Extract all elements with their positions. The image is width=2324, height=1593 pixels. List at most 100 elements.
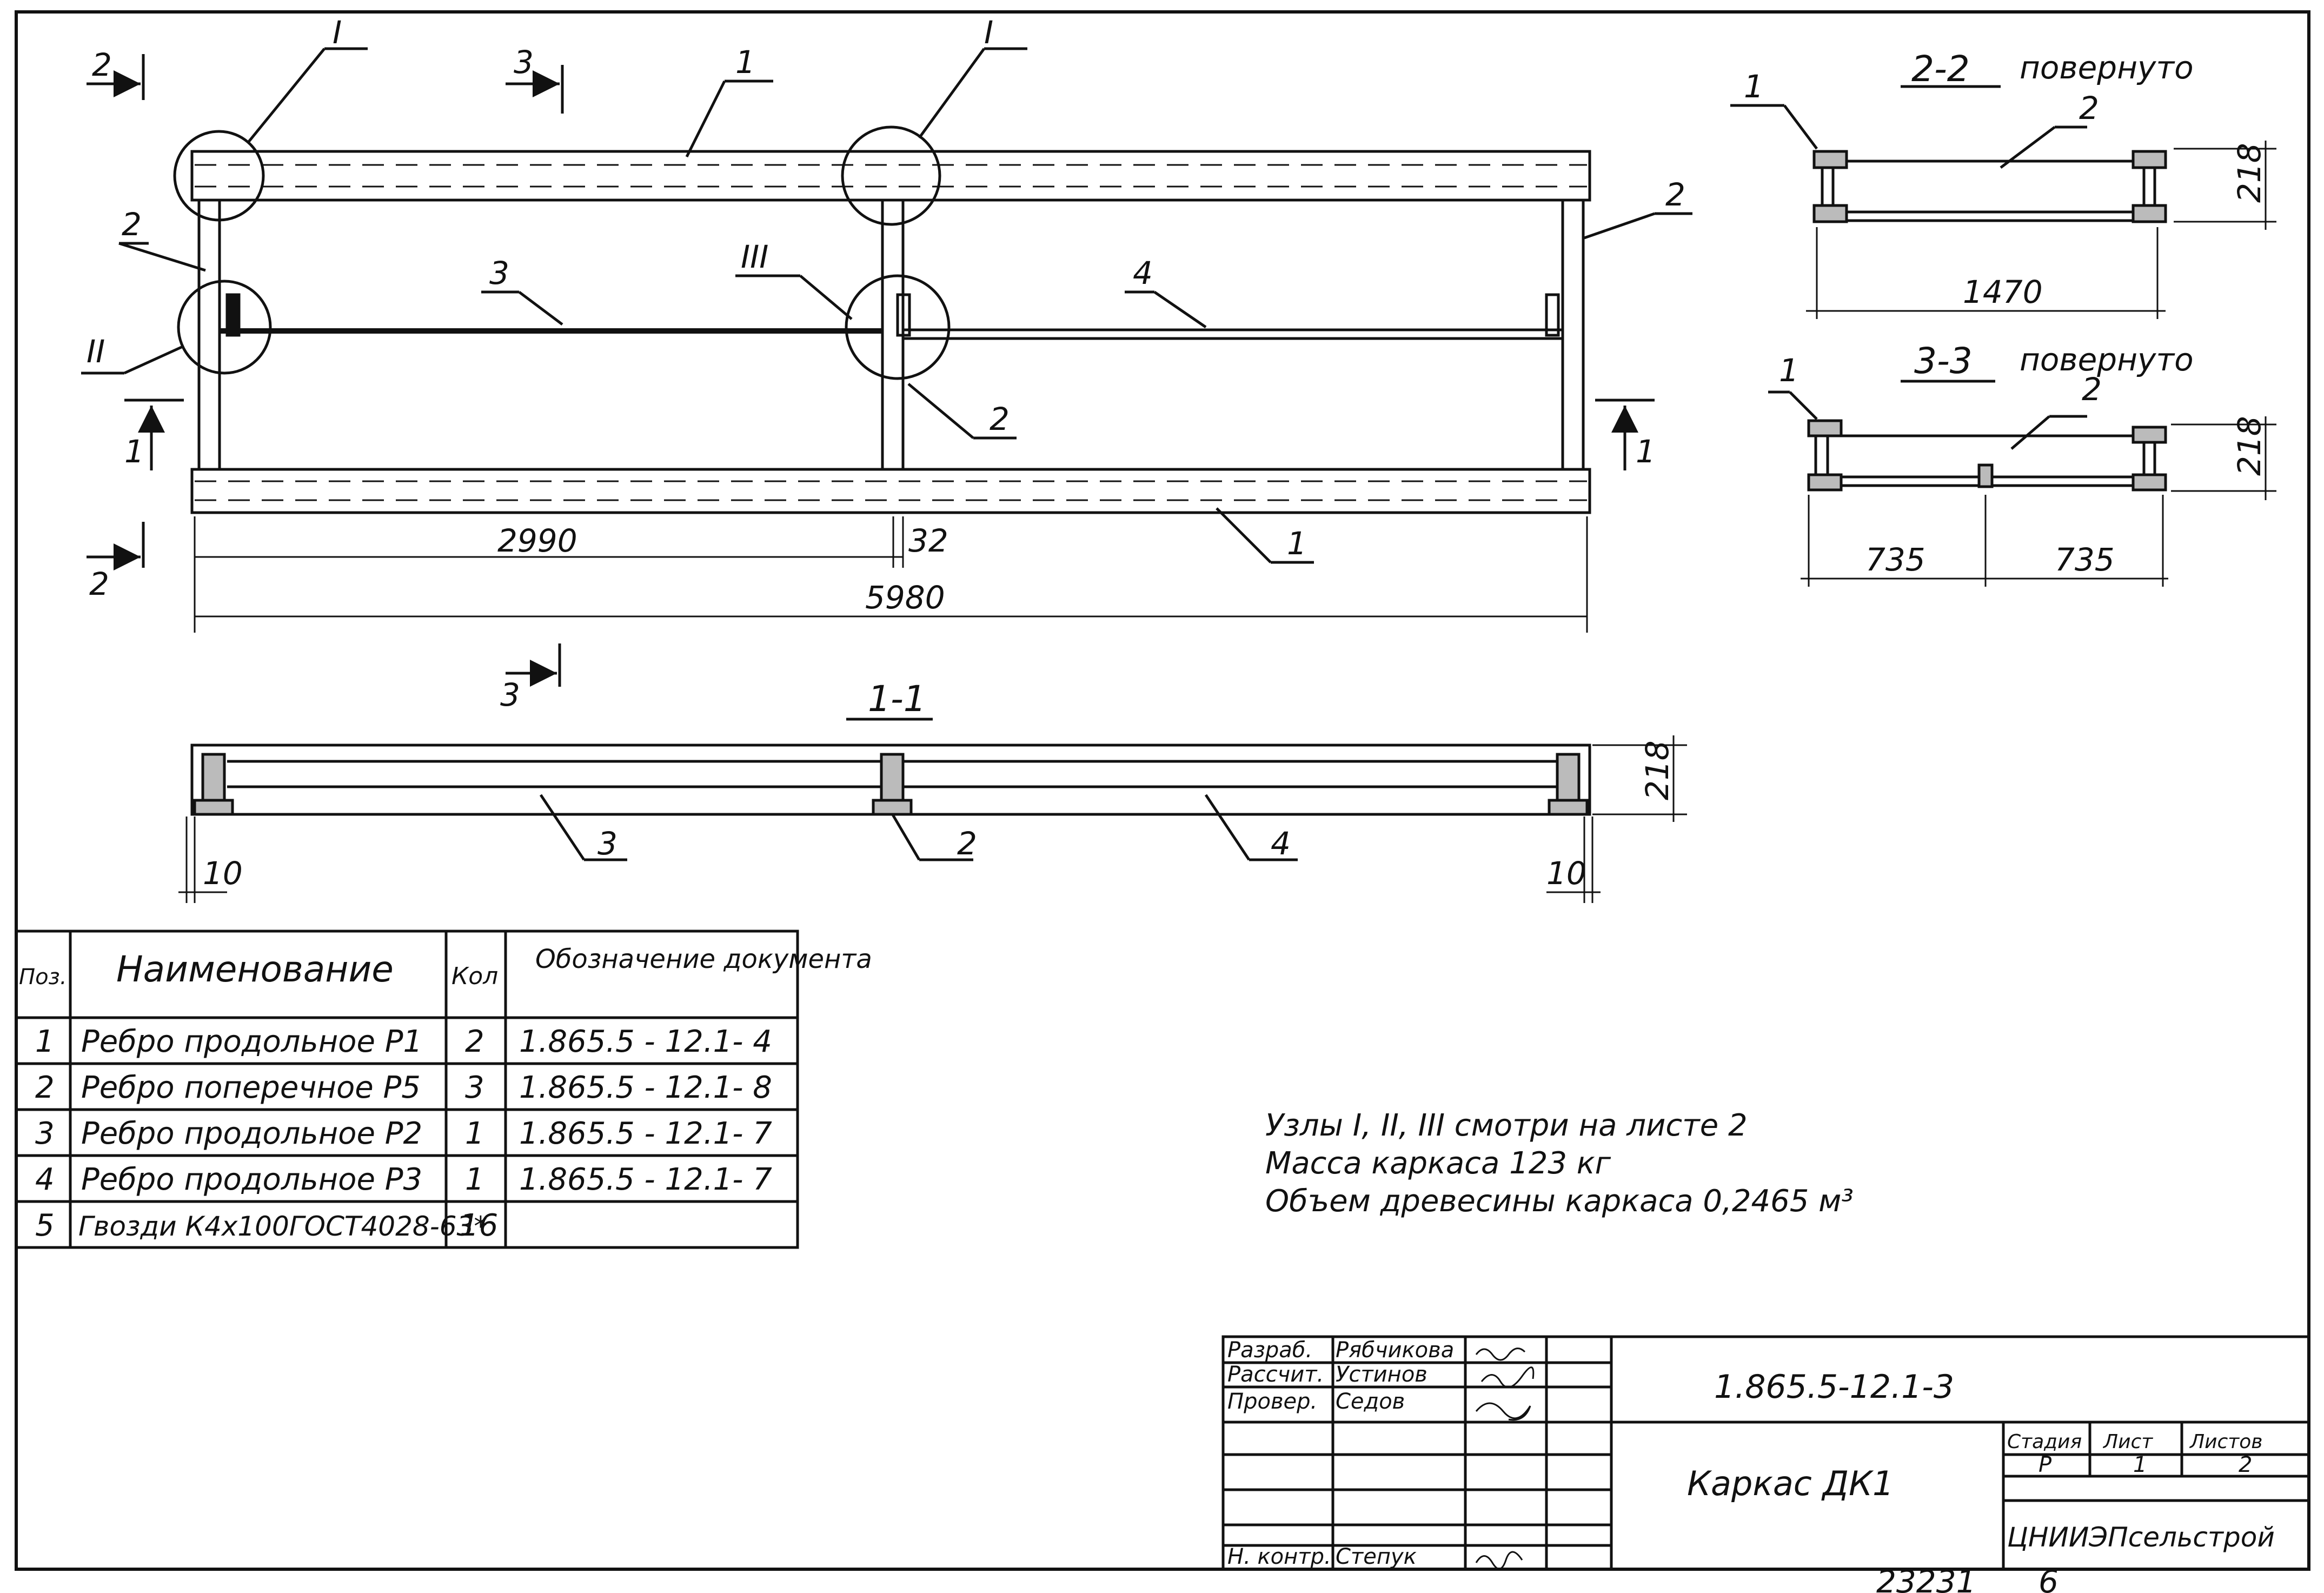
spec-row-name: Гвозди К4х100ГОСТ4028-63*	[78, 1211, 487, 1242]
dim-2990: 2990	[497, 522, 577, 559]
dim-32: 32	[908, 522, 948, 559]
right-rib	[1561, 198, 1585, 471]
section-2-2-width: 1470	[1963, 274, 2043, 310]
plan-labels: 2 2 3 3 1 1 I I II III 1 2 3 4 2 2 1 299…	[87, 14, 1685, 713]
section-3-3-pos1: 1	[1779, 352, 1799, 389]
section-2-2-labels: 2-2 повернуто 1 2 1470 218	[1744, 48, 2268, 310]
spec-header-doc: Обозначение документа	[535, 944, 872, 974]
pos-label-rib3: 3	[489, 255, 509, 291]
cut-label-1-right: 1	[1636, 433, 1656, 470]
tb-sheet: 1	[2133, 1452, 2147, 1477]
spec-row-pos: 2	[35, 1070, 55, 1105]
spec-row-qty: 3	[465, 1070, 484, 1105]
tb-name: Степук	[1336, 1544, 1417, 1569]
tb-stage-label: Стадия	[2007, 1431, 2082, 1453]
section-1-1-pos3: 3	[597, 825, 617, 862]
node-label-II: II	[87, 333, 105, 370]
section-1-1-pos4: 4	[1271, 825, 1291, 862]
section-2-2	[1730, 85, 2276, 319]
cut-label-1-left: 1	[124, 433, 144, 470]
tb-sheets-label: Листов	[2189, 1431, 2262, 1453]
cut-label-3-bottom: 3	[500, 676, 520, 713]
spec-header-qty: Кол	[451, 963, 498, 990]
tb-role: Рассчит.	[1227, 1362, 1324, 1387]
archive-extra: 6	[2039, 1563, 2059, 1593]
tb-sheets: 2	[2239, 1452, 2252, 1477]
tb-stage: Р	[2039, 1452, 2052, 1477]
section-3-3-dim-right: 735	[2055, 541, 2115, 578]
section-1-1-labels: 1-1 3 2 4 10 10 218	[203, 678, 1676, 892]
spec-row-doc: 1.865.5 - 12.1- 7	[519, 1162, 772, 1197]
top-beam	[190, 150, 1591, 202]
note-line-3: Объем древесины каркаса 0,2465 м³	[1265, 1184, 1854, 1219]
spec-table	[15, 930, 799, 1249]
tb-role: Н. контр.	[1227, 1544, 1331, 1569]
section-1-1-dim-left: 10	[203, 855, 243, 892]
note-line-2: Масса каркаса 123 кг	[1265, 1146, 1611, 1181]
spec-header-name: Наименование	[116, 948, 394, 990]
cut-label-2-top: 2	[92, 47, 112, 83]
section-2-2-height: 218	[2231, 143, 2268, 203]
spec-row-pos: 4	[35, 1162, 55, 1197]
spec-row-qty: 2	[465, 1024, 484, 1059]
plan-view	[81, 47, 1692, 687]
section-1-1-pos2: 2	[957, 825, 977, 862]
bottom-beam	[190, 468, 1591, 514]
section-3-3-pos2: 2	[2082, 371, 2102, 408]
section-3-3	[1768, 380, 2276, 587]
spec-row-name: Ребро поперечное Р5	[81, 1070, 421, 1105]
pos-label-left-rib: 2	[122, 206, 142, 243]
node-label-III: III	[741, 238, 768, 275]
pos-label-right-rib: 2	[1665, 176, 1685, 213]
spec-row-name: Ребро продольное Р1	[81, 1024, 422, 1059]
spec-row-qty: 1	[465, 1116, 484, 1151]
spec-header-pos: Поз.	[19, 965, 67, 990]
spec-row-qty: 16	[460, 1208, 498, 1243]
title-block-text: Разраб. Рябчикова Рассчит. Устинов Прове…	[1227, 1338, 2275, 1569]
node-label-I-left: I	[333, 14, 342, 51]
section-1-1-dim-right: 10	[1546, 855, 1586, 892]
cut-label-3-top: 3	[514, 44, 534, 81]
tb-role: Разраб.	[1227, 1338, 1312, 1363]
cut-label-2-bottom: 2	[89, 566, 109, 602]
notes: Узлы I, II, III смотри на листе 2 Масса …	[1265, 1108, 1854, 1219]
section-2-2-pos1: 1	[1744, 68, 1764, 105]
node-label-I-mid: I	[984, 14, 993, 51]
section-2-2-title: 2-2	[1911, 48, 1970, 90]
title-block	[1221, 1335, 2310, 1571]
spec-table-text: Поз. Наименование Кол Обозначение докуме…	[19, 944, 872, 1243]
section-1-1-height: 218	[1639, 740, 1676, 800]
pos-label-mid-rib: 2	[990, 401, 1010, 437]
node-I-mid	[841, 125, 941, 226]
pos-label-bottom-beam: 1	[1287, 525, 1307, 562]
note-line-1: Узлы I, II, III смотри на листе 2	[1265, 1108, 1748, 1143]
signatures	[1475, 1348, 1535, 1570]
dim-5980: 5980	[865, 579, 945, 616]
spec-row-pos: 5	[35, 1208, 55, 1243]
spec-row-name: Ребро продольное Р3	[81, 1162, 422, 1197]
tb-sheet-label: Лист	[2102, 1431, 2153, 1453]
left-rib	[197, 198, 221, 471]
spec-row-pos: 1	[35, 1024, 55, 1059]
pos-label-rib4: 4	[1133, 255, 1153, 291]
section-3-3-dim-left: 735	[1865, 541, 1925, 578]
spec-row-doc: 1.865.5 - 12.1- 7	[519, 1116, 772, 1151]
spec-row-qty: 1	[465, 1162, 484, 1197]
section-2-2-note: повернуто	[2020, 49, 2194, 86]
node-III	[845, 274, 951, 380]
section-1-1-title: 1-1	[868, 678, 926, 720]
spec-row-pos: 3	[35, 1116, 55, 1151]
spec-row-doc: 1.865.5 - 12.1- 4	[519, 1024, 772, 1059]
section-3-3-labels: 3-3 повернуто 1 2 735 735 218	[1779, 340, 2268, 578]
pos-label-top-beam: 1	[735, 44, 755, 81]
tb-drawing-title: Каркас ДК1	[1687, 1464, 1894, 1503]
section-3-3-height: 218	[2231, 416, 2268, 476]
tb-organization: ЦНИИЭПсельстрой	[2007, 1522, 2275, 1553]
tb-name: Рябчикова	[1336, 1338, 1454, 1363]
tb-name: Устинов	[1336, 1362, 1427, 1387]
footer: 23231 6	[1876, 1563, 2059, 1593]
section-1-1	[178, 718, 1687, 903]
sheet-border	[15, 10, 2310, 1571]
tb-role: Провер.	[1227, 1389, 1317, 1414]
